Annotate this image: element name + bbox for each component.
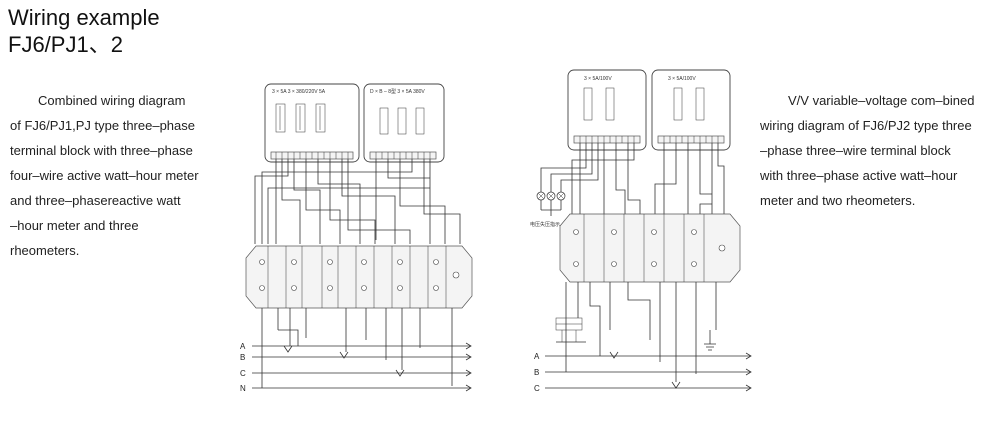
left-meter-1-label: 3 × 5A 3 × 380/220V 5A [272,89,326,95]
left-wiring-diagram: 3 × 5A 3 × 380/220V 5A D × B – 8型 3 × 5A… [240,83,473,393]
right-meter-2-label: 3 × 5A/100V [668,76,696,82]
left-bus-label-a: A [240,342,246,351]
right-desc-line: –phase three–wire terminal block [760,143,951,158]
title-line-1: Wiring example [8,5,160,30]
left-bus-lines: A B C N [240,342,472,393]
right-description: V/V variable–voltage com–bined wiring di… [760,88,982,213]
right-desc-line: meter and two rheometers. [760,193,916,208]
left-desc-line: terminal block with three–phase [10,143,193,158]
left-meter-2-label: D × B – 8型 3 × 5A 380V [370,88,425,95]
right-bus-label-b: B [534,368,539,377]
voltage-transformer [555,317,586,343]
right-meter-2-terminals [657,135,725,144]
left-meter-1: 3 × 5A 3 × 380/220V 5A [264,83,360,163]
left-meter-2-terminals [369,151,437,160]
voltage-indicator-lamps: 电压失压指示 [530,191,566,228]
left-bus-label-b: B [240,353,245,362]
right-bus-lines: A B C [534,352,752,393]
right-meter-1-terminals [573,135,641,144]
right-desc-line: wiring diagram of FJ6/PJ2 type three [760,118,972,133]
right-meter-1-label: 3 × 5A/100V [584,76,612,82]
right-bus-label-a: A [534,352,540,361]
left-desc-line: of FJ6/PJ1,PJ type three–phase [10,118,195,133]
right-wiring-diagram: 3 × 5A/100V 3 × 5A/100V [530,69,752,393]
left-bus-label-c: C [240,369,246,378]
page-title: Wiring example FJ6/PJ1、2 [8,4,160,58]
left-description: Combined wiring diagram of FJ6/PJ1,PJ ty… [10,88,208,263]
left-terminal-block [245,245,473,309]
right-meter-2: 3 × 5A/100V [651,69,731,151]
left-desc-line: four–wire active watt–hour meter [10,168,199,183]
title-line-2: FJ6/PJ1、2 [8,32,123,57]
left-desc-line: –hour meter and three rheometers. [10,218,139,258]
left-meter-2: D × B – 8型 3 × 5A 380V [363,83,445,163]
left-meter-1-terminals [270,151,354,160]
left-bus-label-n: N [240,384,246,393]
right-terminal-block [559,213,741,283]
lamp-label: 电压失压指示 [530,221,560,228]
left-desc-line: Combined wiring diagram [38,93,186,108]
right-bus-label-c: C [534,384,540,393]
right-desc-line: V/V variable–voltage com–bined [788,93,975,108]
right-meter-1: 3 × 5A/100V [567,69,647,151]
left-desc-line: and three–phasereactive watt [10,193,181,208]
right-desc-line: with three–phase active watt–hour [760,168,958,183]
